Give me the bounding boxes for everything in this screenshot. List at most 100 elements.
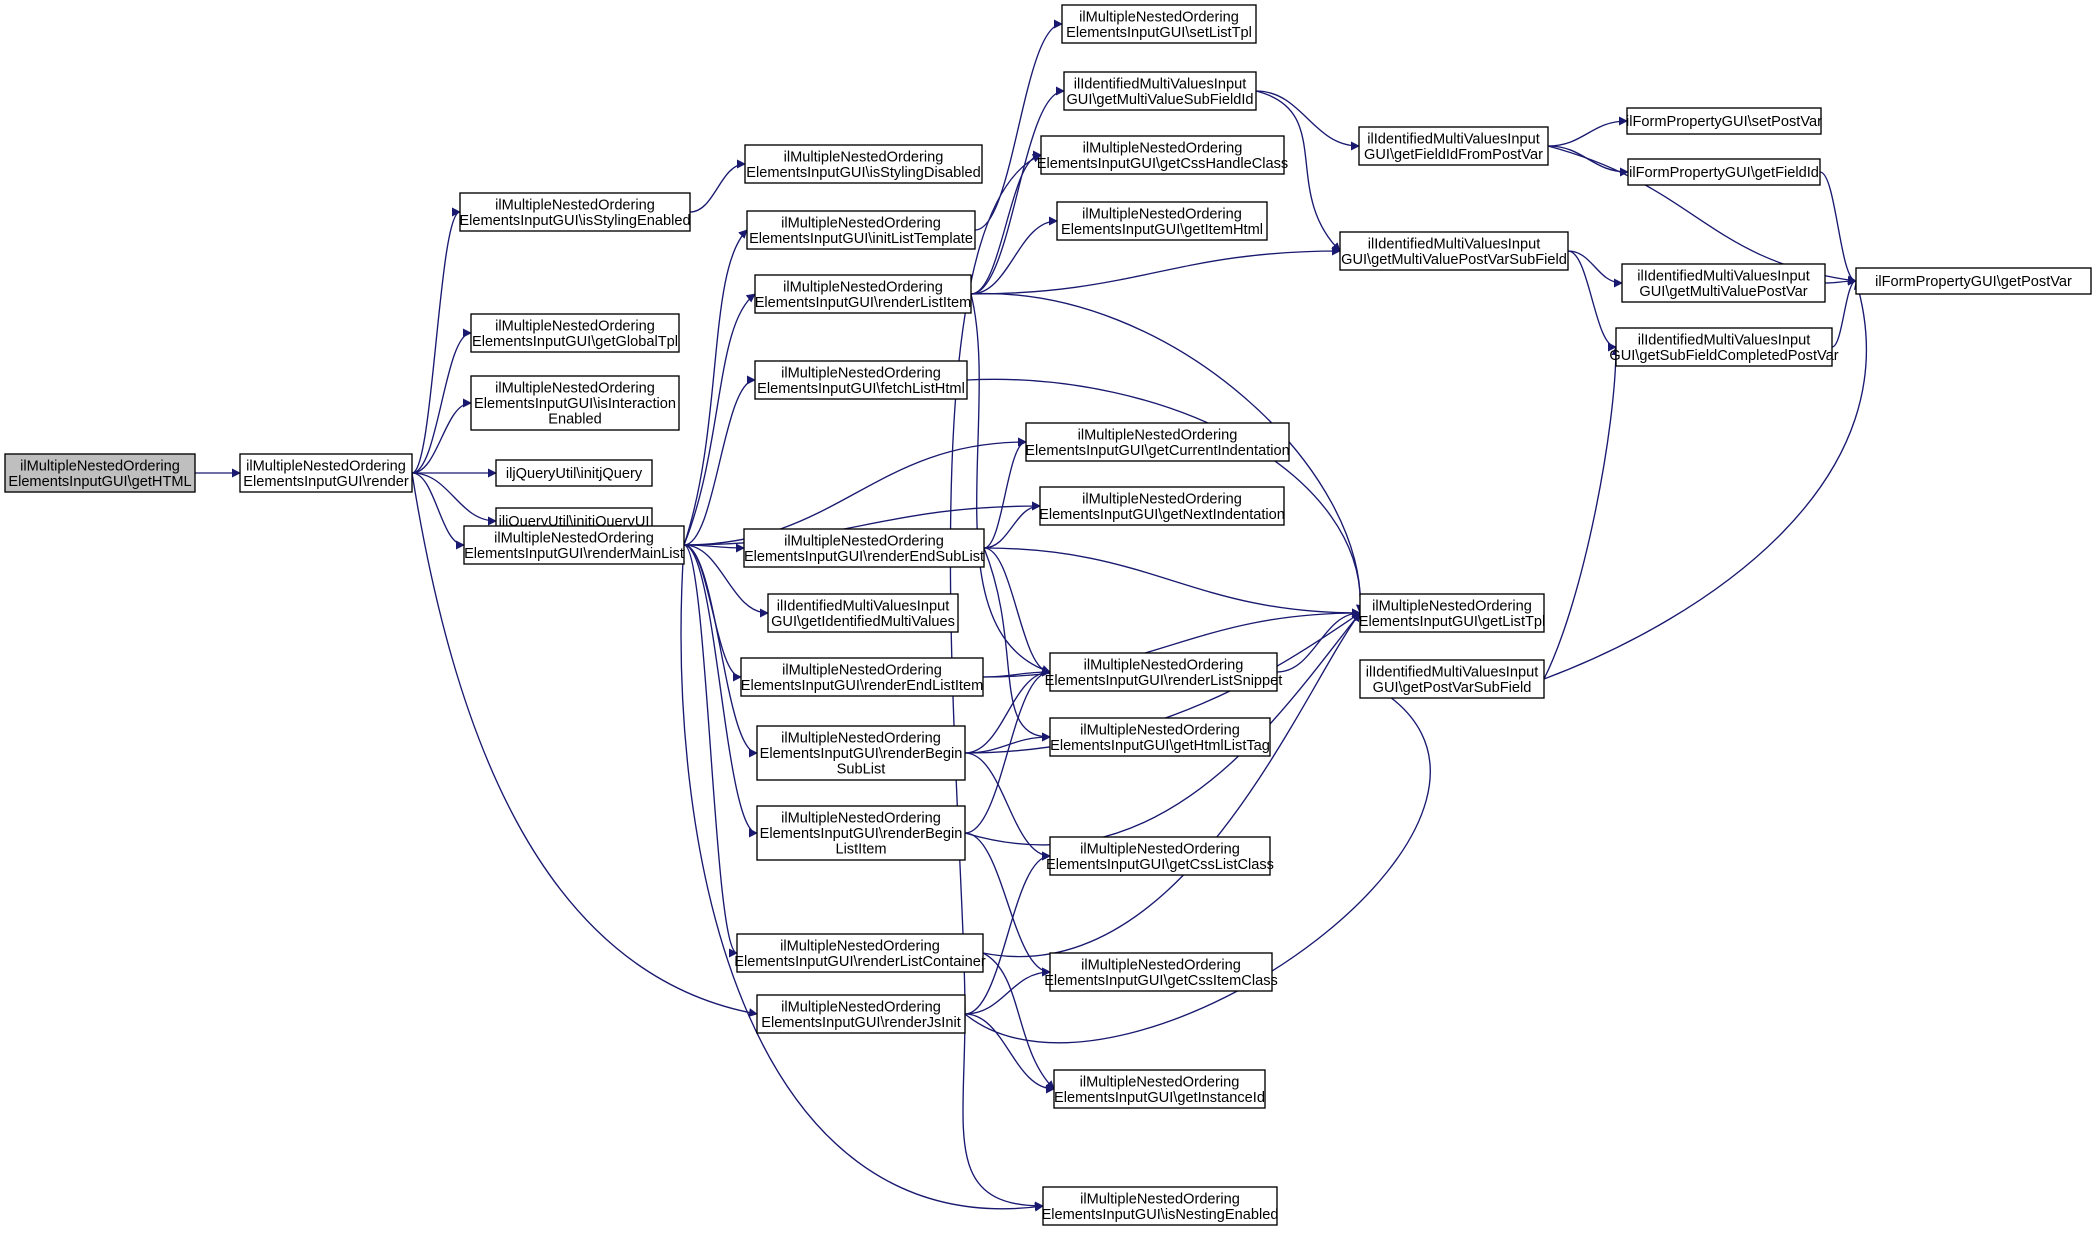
edge-layer bbox=[195, 19, 1868, 1212]
node-label-line: ilFormPropertyGUI\setPostVar bbox=[1626, 114, 1822, 130]
edge-isStylingEnabled-to-isStylingDisabled bbox=[689, 159, 746, 213]
node-label-line: ElementsInputGUI\renderEndSubList bbox=[744, 549, 984, 565]
node-box bbox=[754, 360, 968, 400]
node-renderEndListItem[interactable]: ilMultipleNestedOrderingElementsInputGUI… bbox=[740, 657, 984, 697]
node-box bbox=[1049, 717, 1271, 757]
node-getInstanceId[interactable]: ilMultipleNestedOrderingElementsInputGUI… bbox=[1053, 1069, 1266, 1109]
node-label-line: ilIdentifiedMultiValuesInput bbox=[1366, 664, 1539, 680]
node-setListTpl[interactable]: ilMultipleNestedOrderingElementsInputGUI… bbox=[1061, 4, 1257, 44]
node-box bbox=[459, 192, 691, 232]
node-label-line: ilMultipleNestedOrdering bbox=[782, 662, 942, 678]
node-getMultiValuePostVarSubField[interactable]: ilIdentifiedMultiValuesInputGUI\getMulti… bbox=[1339, 231, 1569, 271]
node-getGlobalTpl[interactable]: ilMultipleNestedOrderingElementsInputGUI… bbox=[470, 313, 680, 353]
node-fetchListHtml[interactable]: ilMultipleNestedOrderingElementsInputGUI… bbox=[754, 360, 968, 400]
edge-initListTemplate-to-setListTpl bbox=[974, 19, 1063, 231]
node-getFieldId[interactable]: ilFormPropertyGUI\getFieldId bbox=[1627, 158, 1821, 186]
node-box bbox=[1063, 71, 1257, 111]
node-renderListSnippet[interactable]: ilMultipleNestedOrderingElementsInputGUI… bbox=[1045, 652, 1283, 692]
node-getCurrentIndentation[interactable]: ilMultipleNestedOrderingElementsInputGUI… bbox=[1025, 422, 1290, 462]
node-label-line: ElementsInputGUI\renderListSnippet bbox=[1045, 673, 1283, 689]
node-getCssItemClass[interactable]: ilMultipleNestedOrderingElementsInputGUI… bbox=[1044, 952, 1278, 992]
node-getMultiValuePostVar[interactable]: ilIdentifiedMultiValuesInputGUI\getMulti… bbox=[1621, 263, 1826, 303]
node-label-line: ElementsInputGUI\getListTpl bbox=[1359, 614, 1546, 630]
node-renderListItem[interactable]: ilMultipleNestedOrderingElementsInputGUI… bbox=[754, 274, 972, 314]
edge-renderMainList-to-getNextIndentation bbox=[683, 501, 1041, 546]
node-getItemHtml[interactable]: ilMultipleNestedOrderingElementsInputGUI… bbox=[1056, 201, 1268, 241]
edge-renderBeginListItem-to-renderListSnippet bbox=[964, 667, 1051, 834]
node-label-line: ElementsInputGUI\initListTemplate bbox=[749, 231, 973, 247]
node-initjQuery[interactable]: iljQueryUtil\initjQuery bbox=[495, 459, 653, 487]
node-getCssListClass[interactable]: ilMultipleNestedOrderingElementsInputGUI… bbox=[1046, 836, 1274, 876]
node-box bbox=[767, 593, 959, 633]
node-label-line: ElementsInputGUI\fetchListHtml bbox=[757, 381, 965, 397]
node-label-line: ilMultipleNestedOrdering bbox=[1082, 491, 1242, 507]
node-getSubFieldCompletedPostVar[interactable]: ilIdentifiedMultiValuesInputGUI\getSubFi… bbox=[1609, 327, 1839, 367]
edge-renderMainList-to-renderListItem bbox=[683, 293, 756, 546]
node-label-line: ElementsInputGUI\isStylingDisabled bbox=[746, 165, 980, 181]
node-label-line: ElementsInputGUI\isInteraction bbox=[474, 396, 676, 412]
edge-render-to-initjQueryUI bbox=[411, 472, 497, 526]
edge-renderEndSubList-to-getCurrentIndentation bbox=[983, 437, 1027, 549]
node-label-line: ilIdentifiedMultiValuesInput bbox=[777, 598, 950, 614]
node-renderBeginListItem[interactable]: ilMultipleNestedOrderingElementsInputGUI… bbox=[756, 805, 966, 861]
edge-renderEndSubList-to-getNextIndentation bbox=[983, 501, 1041, 549]
edge-getMultiValueSubFieldId-to-getFieldIdFromPostVar bbox=[1255, 90, 1360, 151]
node-label-line: ilIdentifiedMultiValuesInput bbox=[1367, 131, 1540, 147]
node-label-line: ElementsInputGUI\renderListItem bbox=[755, 295, 972, 311]
edge-renderListItem-to-getMultiValueSubFieldId bbox=[970, 86, 1065, 295]
node-getFieldIdFromPostVar[interactable]: ilIdentifiedMultiValuesInputGUI\getField… bbox=[1358, 126, 1549, 166]
node-label-line: ElementsInputGUI\getCssListClass bbox=[1046, 857, 1274, 873]
node-box bbox=[1049, 952, 1273, 992]
node-getMultiValueSubFieldId[interactable]: ilIdentifiedMultiValuesInputGUI\getMulti… bbox=[1063, 71, 1257, 111]
node-label-line: Enabled bbox=[548, 412, 602, 428]
edge-render-to-renderMainList bbox=[411, 472, 465, 550]
node-renderMainList[interactable]: ilMultipleNestedOrderingElementsInputGUI… bbox=[463, 525, 685, 565]
node-setPostVar[interactable]: ilFormPropertyGUI\setPostVar bbox=[1626, 107, 1822, 135]
node-label-line: ElementsInputGUI\renderEndListItem bbox=[741, 678, 984, 694]
node-box bbox=[463, 525, 685, 565]
edge-renderEndSubList-to-getListTpl bbox=[983, 547, 1361, 618]
node-renderJsInit[interactable]: ilMultipleNestedOrderingElementsInputGUI… bbox=[756, 994, 966, 1034]
node-renderBeginSubList[interactable]: ilMultipleNestedOrderingElementsInputGUI… bbox=[756, 725, 966, 781]
node-label-line: ElementsInputGUI\render bbox=[243, 474, 409, 490]
node-box bbox=[756, 805, 966, 861]
node-renderListContainer[interactable]: ilMultipleNestedOrderingElementsInputGUI… bbox=[734, 933, 986, 973]
node-label-line: ElementsInputGUI\getGlobalTpl bbox=[472, 334, 678, 350]
edge-renderMainList-to-renderListContainer bbox=[683, 544, 738, 958]
node-renderEndSubList[interactable]: ilMultipleNestedOrderingElementsInputGUI… bbox=[743, 528, 985, 568]
node-isStylingDisabled[interactable]: ilMultipleNestedOrderingElementsInputGUI… bbox=[744, 144, 983, 184]
edge-render-to-renderJsInit bbox=[411, 472, 758, 1017]
node-label-line: ilMultipleNestedOrdering bbox=[1080, 841, 1240, 857]
node-label-line: ilMultipleNestedOrdering bbox=[1081, 957, 1241, 973]
node-initListTemplate[interactable]: ilMultipleNestedOrderingElementsInputGUI… bbox=[746, 210, 976, 250]
node-label-line: ElementsInputGUI\renderMainList bbox=[464, 546, 684, 562]
node-label-line: ilMultipleNestedOrdering bbox=[781, 731, 941, 747]
node-isNestingEnabled[interactable]: ilMultipleNestedOrderingElementsInputGUI… bbox=[1042, 1186, 1279, 1226]
node-getIdentifiedMultiValues[interactable]: ilIdentifiedMultiValuesInputGUI\getIdent… bbox=[767, 593, 959, 633]
node-label-line: ilMultipleNestedOrdering bbox=[495, 197, 655, 213]
node-getNextIndentation[interactable]: ilMultipleNestedOrderingElementsInputGUI… bbox=[1039, 486, 1285, 526]
node-label-line: ElementsInputGUI\getHTML bbox=[8, 474, 191, 490]
edge-renderListItem-to-getListTpl bbox=[970, 293, 1366, 614]
node-label-line: ilMultipleNestedOrdering bbox=[783, 279, 943, 295]
node-isStylingEnabled[interactable]: ilMultipleNestedOrderingElementsInputGUI… bbox=[459, 192, 691, 232]
node-label-line: ilIdentifiedMultiValuesInput bbox=[1638, 332, 1811, 348]
node-label-line: ilMultipleNestedOrdering bbox=[1083, 140, 1243, 156]
node-label-line: GUI\getMultiValuePostVarSubField bbox=[1341, 252, 1567, 268]
node-getPostVar[interactable]: ilFormPropertyGUI\getPostVar bbox=[1855, 267, 2092, 295]
node-render[interactable]: ilMultipleNestedOrderingElementsInputGUI… bbox=[239, 453, 413, 493]
edge-renderMainList-to-isNestingEnabled bbox=[680, 544, 1044, 1212]
node-getCssHandleClass[interactable]: ilMultipleNestedOrderingElementsInputGUI… bbox=[1037, 135, 1288, 175]
node-getListTpl[interactable]: ilMultipleNestedOrderingElementsInputGUI… bbox=[1359, 593, 1546, 633]
node-label-line: ListItem bbox=[835, 842, 886, 858]
node-label-line: ElementsInputGUI\isStylingEnabled bbox=[459, 213, 690, 229]
edge-renderMainList-to-fetchListHtml bbox=[683, 375, 756, 546]
node-getHtmlListTag[interactable]: ilMultipleNestedOrderingElementsInputGUI… bbox=[1049, 717, 1271, 757]
node-getPostVarSubField[interactable]: ilIdentifiedMultiValuesInputGUI\getPostV… bbox=[1359, 659, 1545, 699]
node-getHTML[interactable]: ilMultipleNestedOrderingElementsInputGUI… bbox=[4, 453, 196, 493]
node-label-line: ElementsInputGUI\setListTpl bbox=[1066, 25, 1252, 41]
node-label-line: ElementsInputGUI\getCssHandleClass bbox=[1037, 156, 1288, 172]
node-isInteractionEnabled[interactable]: ilMultipleNestedOrderingElementsInputGUI… bbox=[470, 375, 680, 431]
node-label-line: ElementsInputGUI\getNextIndentation bbox=[1039, 507, 1285, 523]
node-label-line: ilMultipleNestedOrdering bbox=[495, 318, 655, 334]
